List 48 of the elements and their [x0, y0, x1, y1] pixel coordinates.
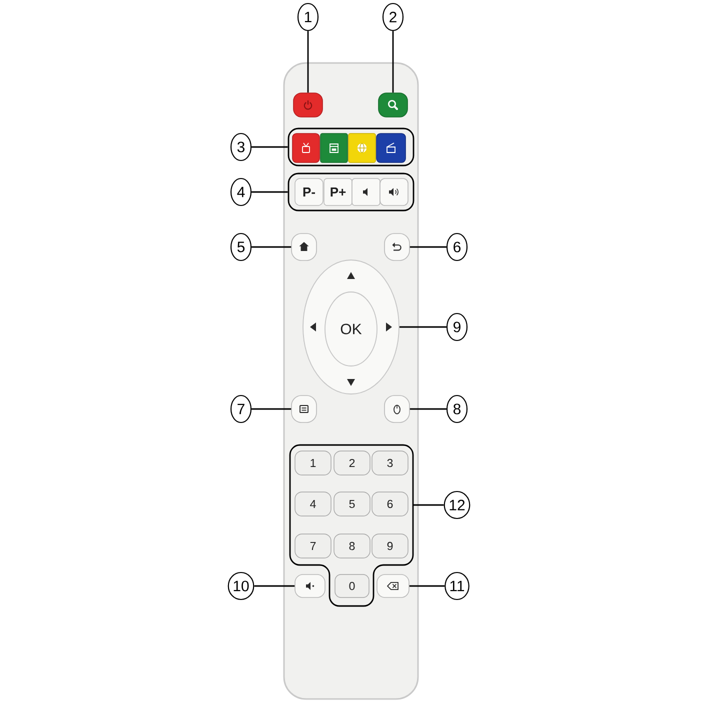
callout-number: 8 [446, 394, 468, 424]
channel-button: P- [294, 178, 324, 206]
callout-number: 10 [228, 572, 254, 600]
leader-line [399, 326, 446, 328]
number-key: 8 [334, 534, 370, 558]
keypad-outline [289, 444, 414, 607]
shortcut-button [320, 133, 348, 163]
number-key: 5 [334, 492, 370, 516]
callout-number: 4 [230, 178, 252, 206]
leader-line [252, 246, 292, 248]
leader-line [410, 408, 446, 410]
leader-line [252, 191, 288, 193]
mute-button [294, 574, 326, 598]
leader-line [252, 146, 288, 148]
number-key: 7 [294, 534, 332, 558]
number-key: 6 [372, 492, 408, 516]
callout-number: 9 [446, 312, 468, 342]
power-button [293, 92, 323, 118]
number-key: 1 [294, 450, 332, 476]
shortcut-button [292, 133, 320, 163]
leader-line [252, 408, 292, 410]
callout-number: 3 [230, 132, 252, 162]
number-key: 4 [294, 492, 332, 516]
leader-line [307, 31, 309, 93]
button-group-outline [288, 172, 414, 212]
button-group-outline [288, 128, 414, 166]
ok-button: OK [324, 292, 378, 366]
callout-number: 11 [444, 572, 470, 600]
number-key: 9 [372, 534, 408, 558]
callout-number: 2 [382, 2, 404, 32]
callout-number: 5 [230, 232, 252, 262]
number-key: 2 [334, 450, 370, 476]
channel-button: P+ [324, 178, 352, 206]
number-key: 0 [334, 574, 370, 598]
callout-number: 12 [444, 490, 470, 520]
callout-number: 1 [297, 2, 319, 32]
leader-line [409, 585, 445, 587]
leader-line [392, 31, 394, 93]
shortcut-button [376, 133, 406, 163]
volume-button [380, 178, 408, 206]
callout-number: 6 [446, 232, 468, 262]
callout-number: 7 [230, 394, 252, 424]
number-key: 3 [372, 450, 408, 476]
leader-line [413, 504, 444, 506]
shortcut-button [348, 133, 376, 163]
leader-line [410, 246, 446, 248]
leader-line [254, 585, 295, 587]
volume-button [352, 178, 380, 206]
